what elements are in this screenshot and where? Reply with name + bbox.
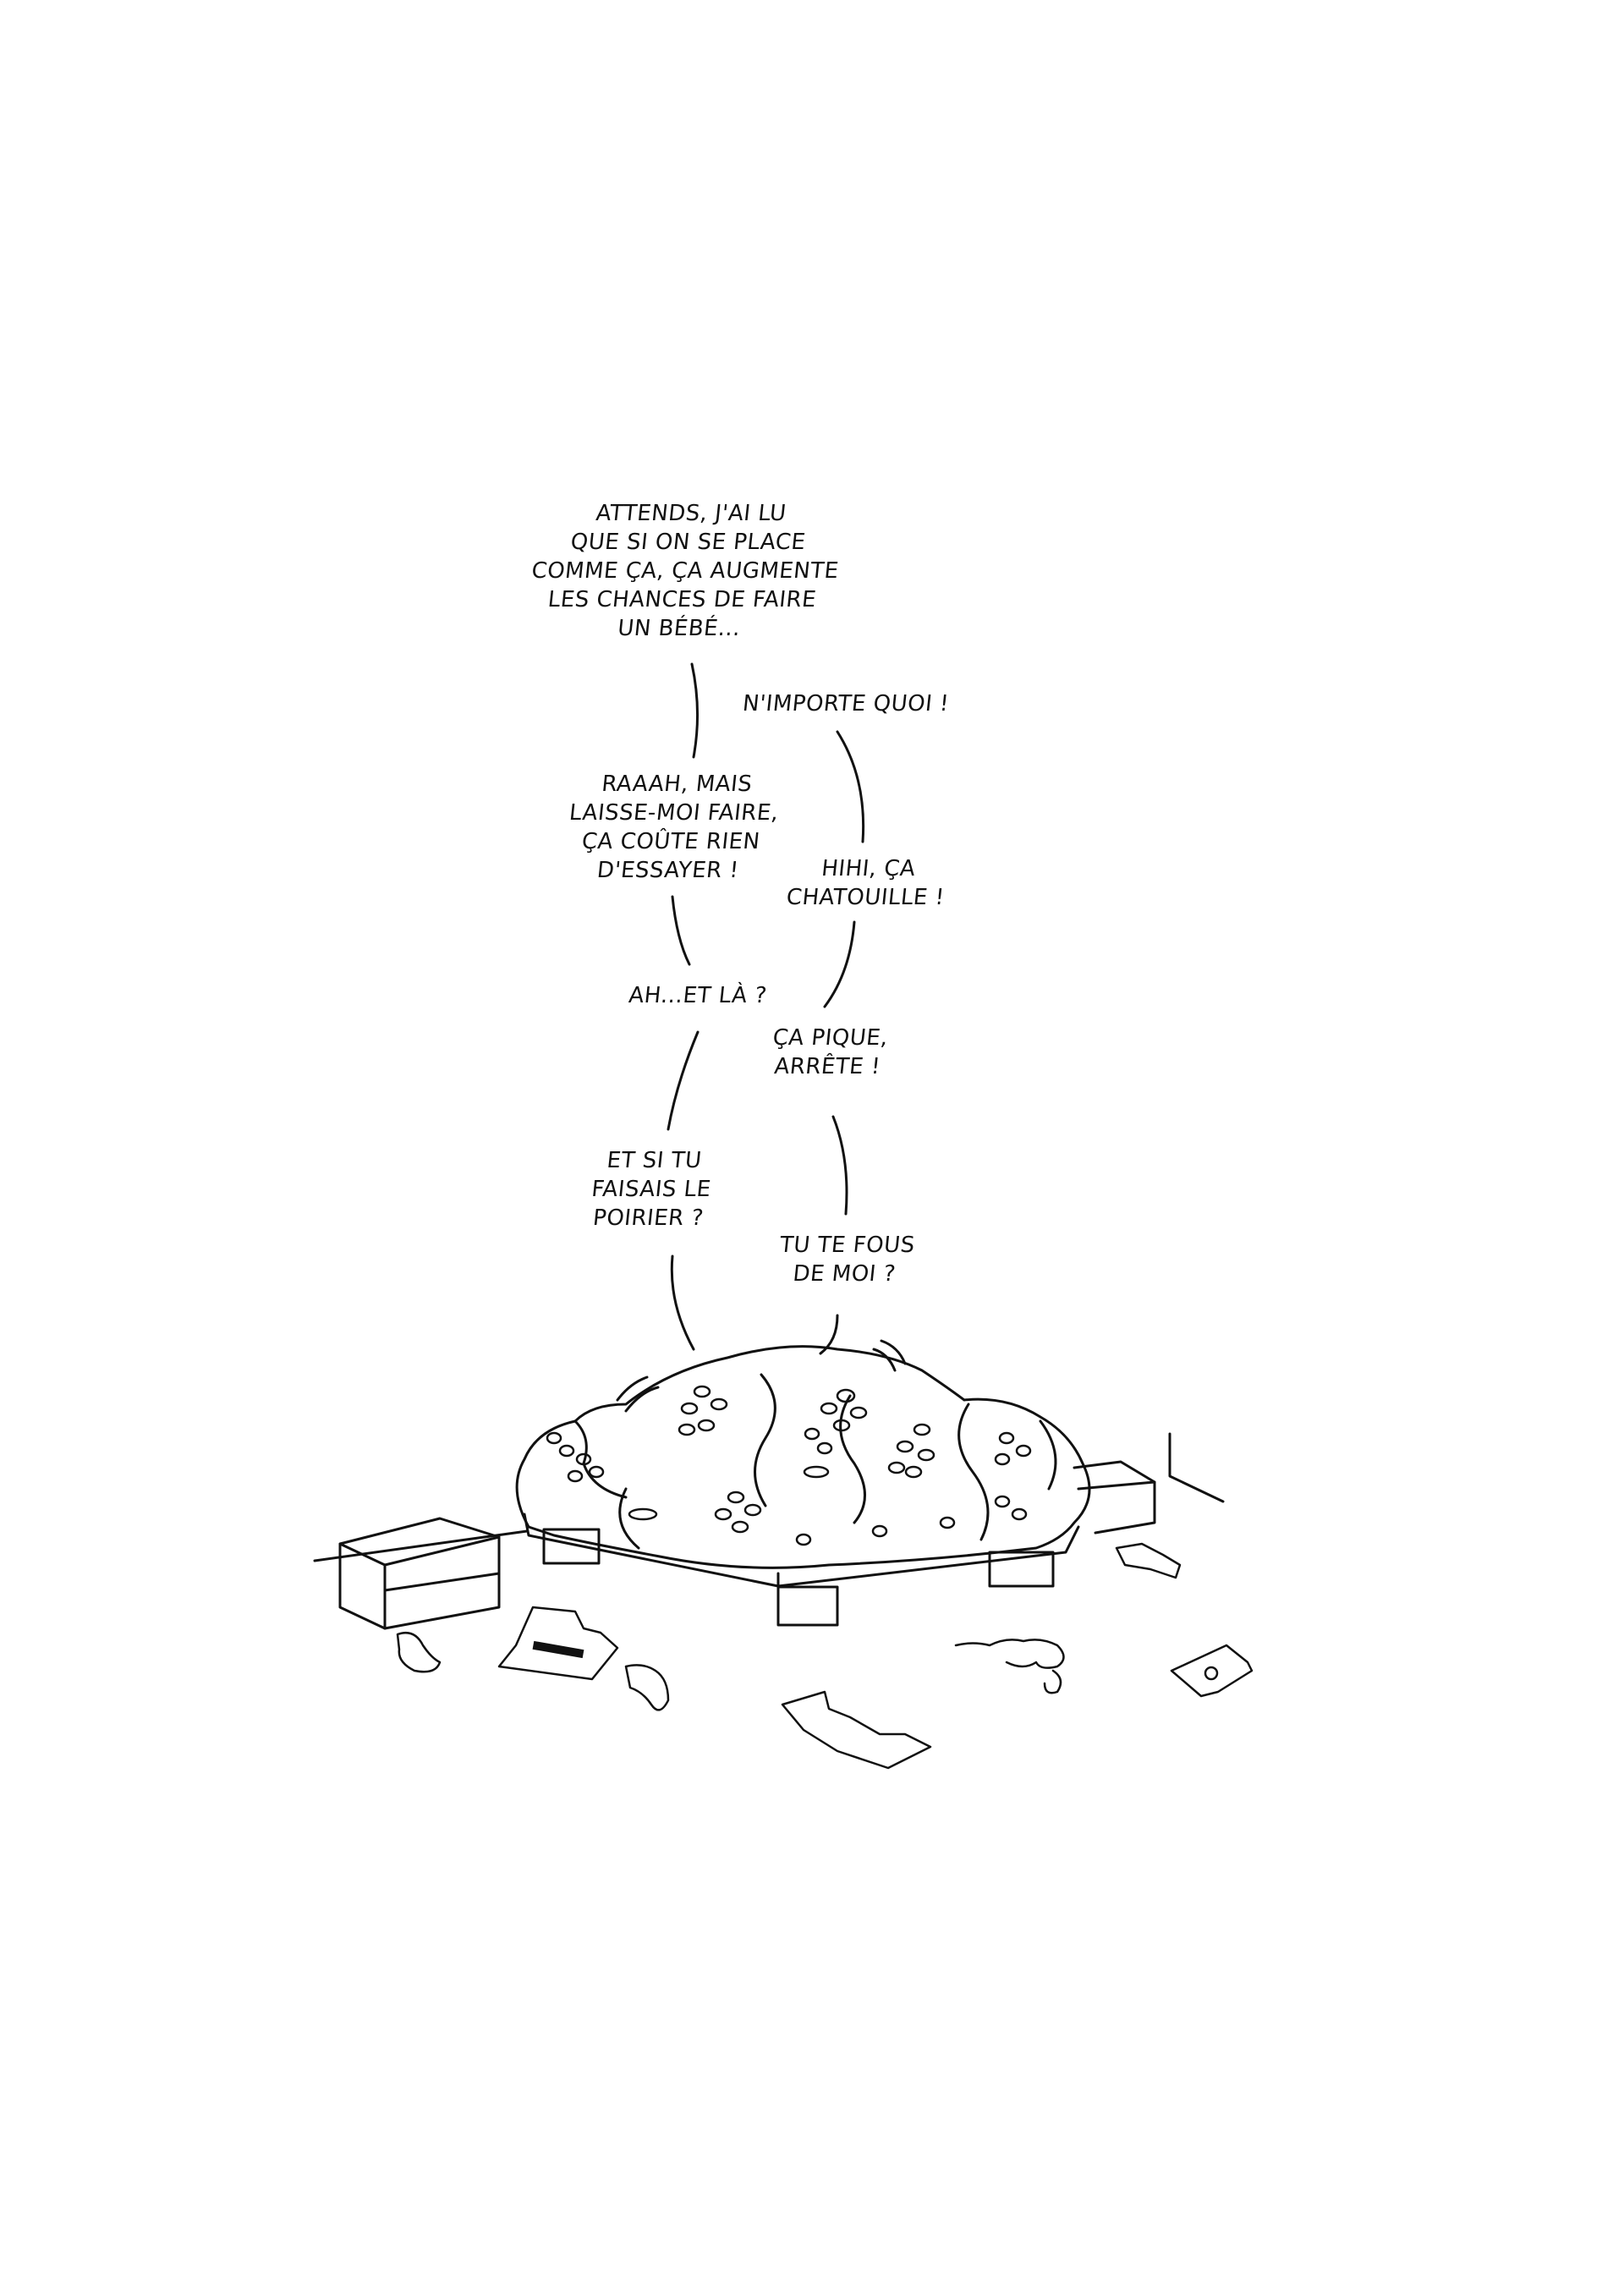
speech-tails (667, 662, 865, 1355)
floor-lines (313, 1432, 1225, 1562)
speech-text-woman-3: ÇA PIQUE, ARRÊTE ! (771, 1025, 890, 1079)
speech-text-man-4: ET SI TU FAISAIS LE POIRIER ? (590, 1148, 713, 1231)
sock-middle (624, 1664, 670, 1711)
tshirt-floor (781, 1690, 932, 1770)
cat-face-icon (1204, 1666, 1219, 1681)
nightstand-left (338, 1517, 501, 1630)
duvet-pattern (546, 1385, 1032, 1546)
shirt-floor (497, 1606, 619, 1681)
speech-text-woman-2: HIHI, ÇA CHATOUILLE ! (785, 856, 946, 910)
bag-floor (1170, 1644, 1254, 1698)
shirt-stripe (532, 1640, 584, 1659)
scattered-clothes (396, 1542, 1254, 1770)
bed-frame (523, 1513, 1080, 1627)
speech-text-woman-1: N'IMPORTE QUOI ! (741, 691, 951, 717)
motion-marks (616, 1339, 907, 1413)
speech-text-man-1: ATTENDS, J'AI LU QUE SI ON SE PLACE COMM… (529, 501, 841, 641)
underwear (1115, 1542, 1182, 1579)
bra (954, 1639, 1065, 1694)
speech-text-woman-4: TU TE FOUS DE MOI ? (778, 1233, 917, 1287)
sock-left (396, 1631, 442, 1673)
speech-text-man-3: AH...ET LÀ ? (627, 983, 769, 1008)
speech-text-man-2: RAAAH, MAIS LAISSE-MOI FAIRE, ÇA COÛTE R… (568, 771, 781, 883)
nightstand-right (1073, 1460, 1156, 1535)
